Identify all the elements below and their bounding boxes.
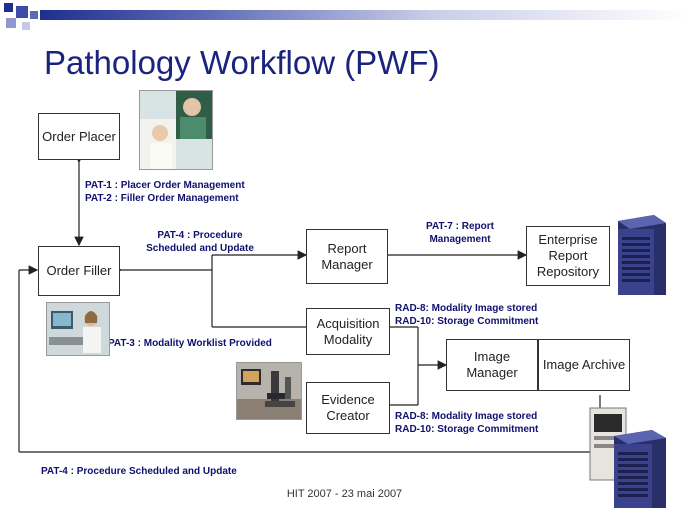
header-square	[16, 6, 28, 18]
rad10-bottom-label: RAD-10: Storage Commitment	[395, 424, 539, 435]
page-title: Pathology Workflow (PWF)	[44, 44, 440, 81]
image-manager-box: Image Manager	[446, 339, 538, 391]
header-gradient-bar	[40, 10, 689, 20]
rad8-top-label: RAD-8: Modality Image stored	[395, 303, 538, 314]
evidence-creator-box: Evidence Creator	[306, 382, 390, 434]
pat1-label: PAT-1 : Placer Order Management	[85, 180, 245, 191]
image-archive-box: Image Archive	[538, 339, 630, 391]
rad10-top-label: RAD-10: Storage Commitment	[395, 316, 539, 327]
pat3-label: PAT-3 : Modality Worklist Provided	[108, 338, 272, 349]
pat7-label-line1: PAT-7 : Report	[426, 221, 494, 232]
header-square	[30, 11, 38, 19]
doctor-photo-icon	[139, 90, 213, 170]
pat7-label-line2: Management	[429, 234, 491, 245]
header-square	[4, 3, 13, 12]
report-manager-box: Report Manager	[306, 229, 388, 284]
header-square	[6, 18, 16, 28]
office-worker-photo-icon	[46, 302, 110, 356]
rad8-bottom-label: RAD-8: Modality Image stored	[395, 411, 538, 422]
microscope-photo-icon	[236, 362, 302, 420]
header-square	[22, 22, 30, 30]
order-filler-box: Order Filler	[38, 246, 120, 296]
pat4-label-line2: Scheduled and Update	[146, 243, 254, 254]
enterprise-repository-box: Enterprise Report Repository	[526, 226, 610, 286]
server-icon	[618, 215, 666, 295]
order-placer-box: Order Placer	[38, 113, 120, 160]
pat4-label-line1: PAT-4 : Procedure	[157, 230, 243, 241]
server-pair-icon	[589, 407, 666, 508]
acquisition-modality-box: Acquisition Modality	[306, 308, 390, 355]
footer-text: HIT 2007 - 23 mai 2007	[286, 488, 403, 500]
pat2-label: PAT-2 : Filler Order Management	[85, 193, 239, 204]
pat4-bottom-label: PAT-4 : Procedure Scheduled and Update	[41, 466, 237, 477]
